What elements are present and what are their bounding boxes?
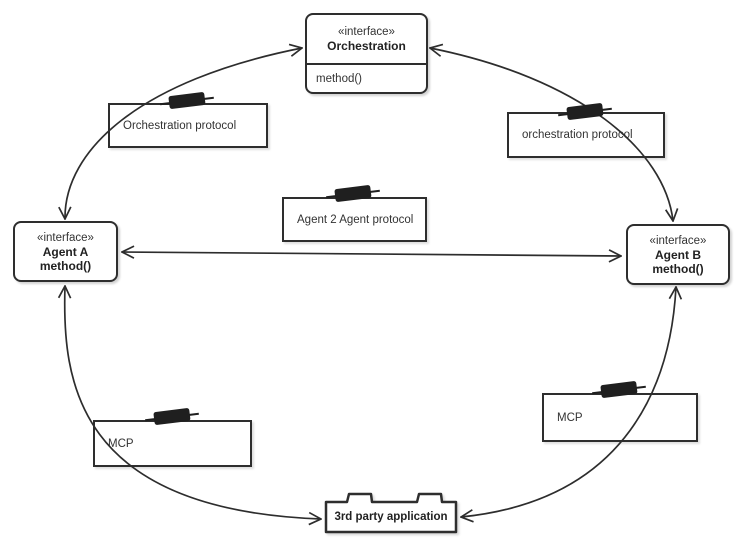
label-text: orchestration protocol [522, 129, 633, 141]
edge-agentA-thirdparty[interactable] [65, 286, 321, 519]
label-text: Agent 2 Agent protocol [297, 213, 414, 226]
label-box-agent2agent-protocol[interactable]: Agent 2 Agent protocol [282, 197, 427, 242]
orchestration-header: «interface» Orchestration [307, 15, 426, 63]
orchestration-stereotype: «interface» [338, 26, 395, 38]
agent-a-stereotype: «interface» [37, 231, 94, 244]
orchestration-name: Orchestration [327, 39, 406, 53]
label-box-orchestration-protocol-left[interactable]: Orchestration protocol [108, 103, 268, 148]
third-party-application-shape[interactable] [324, 492, 458, 534]
orchestration-method: method() [316, 72, 363, 85]
agent-b-header: «interface» Agent B method() [650, 234, 707, 276]
node-orchestration[interactable]: «interface» Orchestration method() [305, 13, 428, 94]
edge-agentB-thirdparty[interactable] [461, 287, 676, 517]
agent-a-method: method() [39, 258, 92, 273]
agent-a-name: Agent A [42, 244, 89, 259]
edge-agentA-agentB[interactable] [122, 252, 621, 256]
label-text: MCP [557, 411, 583, 424]
agent-b-name: Agent B [655, 247, 701, 262]
third-party-application-label[interactable]: 3rd party application [334, 510, 448, 523]
agent-b-method: method() [652, 261, 704, 276]
label-box-orchestration-protocol-right[interactable]: orchestration protocol [507, 112, 665, 158]
orchestration-method-compartment: method() [307, 63, 426, 92]
label-box-mcp-right[interactable]: MCP [542, 393, 698, 442]
agent-a-header: «interface» Agent A method() [37, 231, 94, 273]
agent-b-stereotype: «interface» [649, 234, 707, 247]
node-agent-a[interactable]: «interface» Agent A method() [13, 221, 118, 282]
label-text: Orchestration protocol [123, 119, 237, 132]
edge-agentA-orchestration[interactable] [65, 48, 302, 219]
label-box-mcp-left[interactable]: MCP [93, 420, 252, 467]
edge-orchestration-agentB[interactable] [430, 48, 673, 221]
node-agent-b[interactable]: «interface» Agent B method() [626, 224, 730, 285]
